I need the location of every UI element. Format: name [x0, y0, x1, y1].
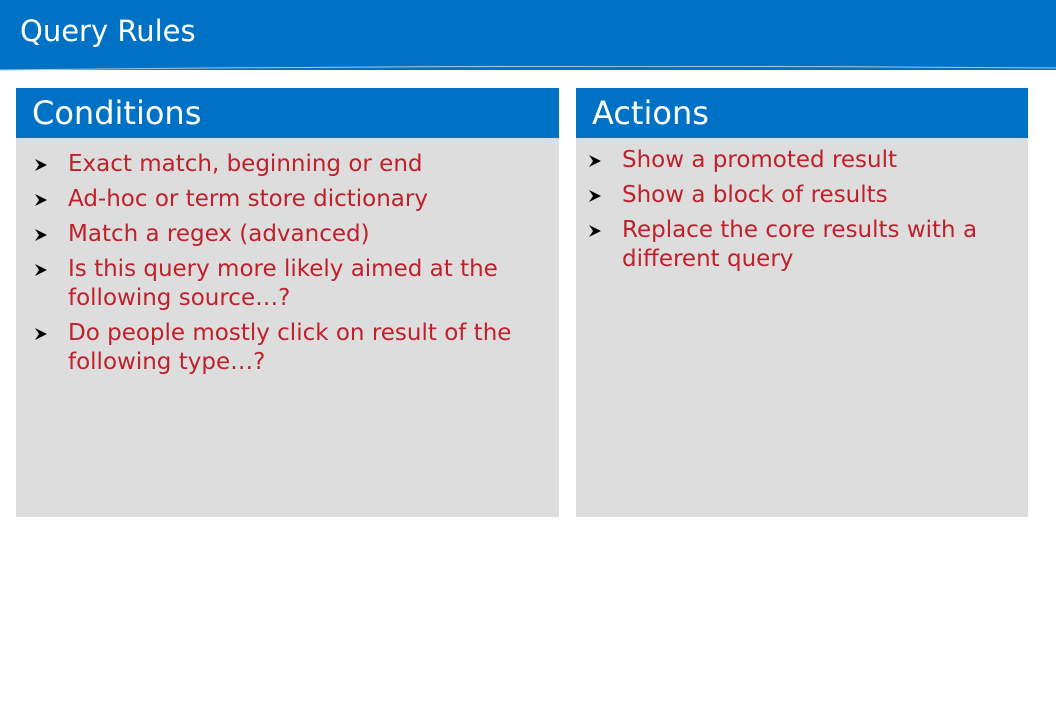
arrow-bullet-icon	[34, 150, 50, 179]
arrow-bullet-icon	[588, 181, 604, 210]
list-item-text: Show a block of results	[622, 182, 888, 208]
title-swoosh	[0, 66, 1056, 71]
slide-title: Query Rules	[20, 14, 196, 48]
arrow-bullet-icon	[34, 319, 50, 348]
actions-panel: Actions Show a promoted result Show a bl…	[576, 88, 1028, 517]
arrow-bullet-icon	[34, 220, 50, 249]
arrow-bullet-icon	[34, 185, 50, 214]
actions-heading: Actions	[576, 88, 1028, 138]
list-item-text: Ad-hoc or term store dictionary	[68, 186, 428, 212]
title-bar: Query Rules	[0, 0, 1056, 71]
list-item-text: Replace the core results with a differen…	[622, 217, 978, 272]
list-item: Ad-hoc or term store dictionary	[34, 185, 543, 214]
arrow-bullet-icon	[588, 146, 604, 175]
arrow-bullet-icon	[588, 216, 604, 245]
list-item: Match a regex (advanced)	[34, 220, 543, 249]
conditions-list: Exact match, beginning or end Ad-hoc or …	[16, 138, 559, 377]
arrow-bullet-icon	[34, 255, 50, 284]
conditions-panel: Conditions Exact match, beginning or end…	[16, 88, 559, 517]
list-item-text: Exact match, beginning or end	[68, 151, 423, 177]
list-item: Show a promoted result	[588, 146, 1012, 175]
list-item-text: Do people mostly click on result of the …	[68, 320, 512, 375]
list-item: Is this query more likely aimed at the f…	[34, 255, 543, 313]
conditions-heading: Conditions	[16, 88, 559, 138]
list-item: Exact match, beginning or end	[34, 150, 543, 179]
list-item: Replace the core results with a differen…	[588, 216, 1012, 274]
list-item: Do people mostly click on result of the …	[34, 319, 543, 377]
list-item: Show a block of results	[588, 181, 1012, 210]
list-item-text: Match a regex (advanced)	[68, 221, 370, 247]
actions-list: Show a promoted result Show a block of r…	[576, 138, 1028, 274]
list-item-text: Show a promoted result	[622, 147, 898, 173]
list-item-text: Is this query more likely aimed at the f…	[68, 256, 498, 311]
